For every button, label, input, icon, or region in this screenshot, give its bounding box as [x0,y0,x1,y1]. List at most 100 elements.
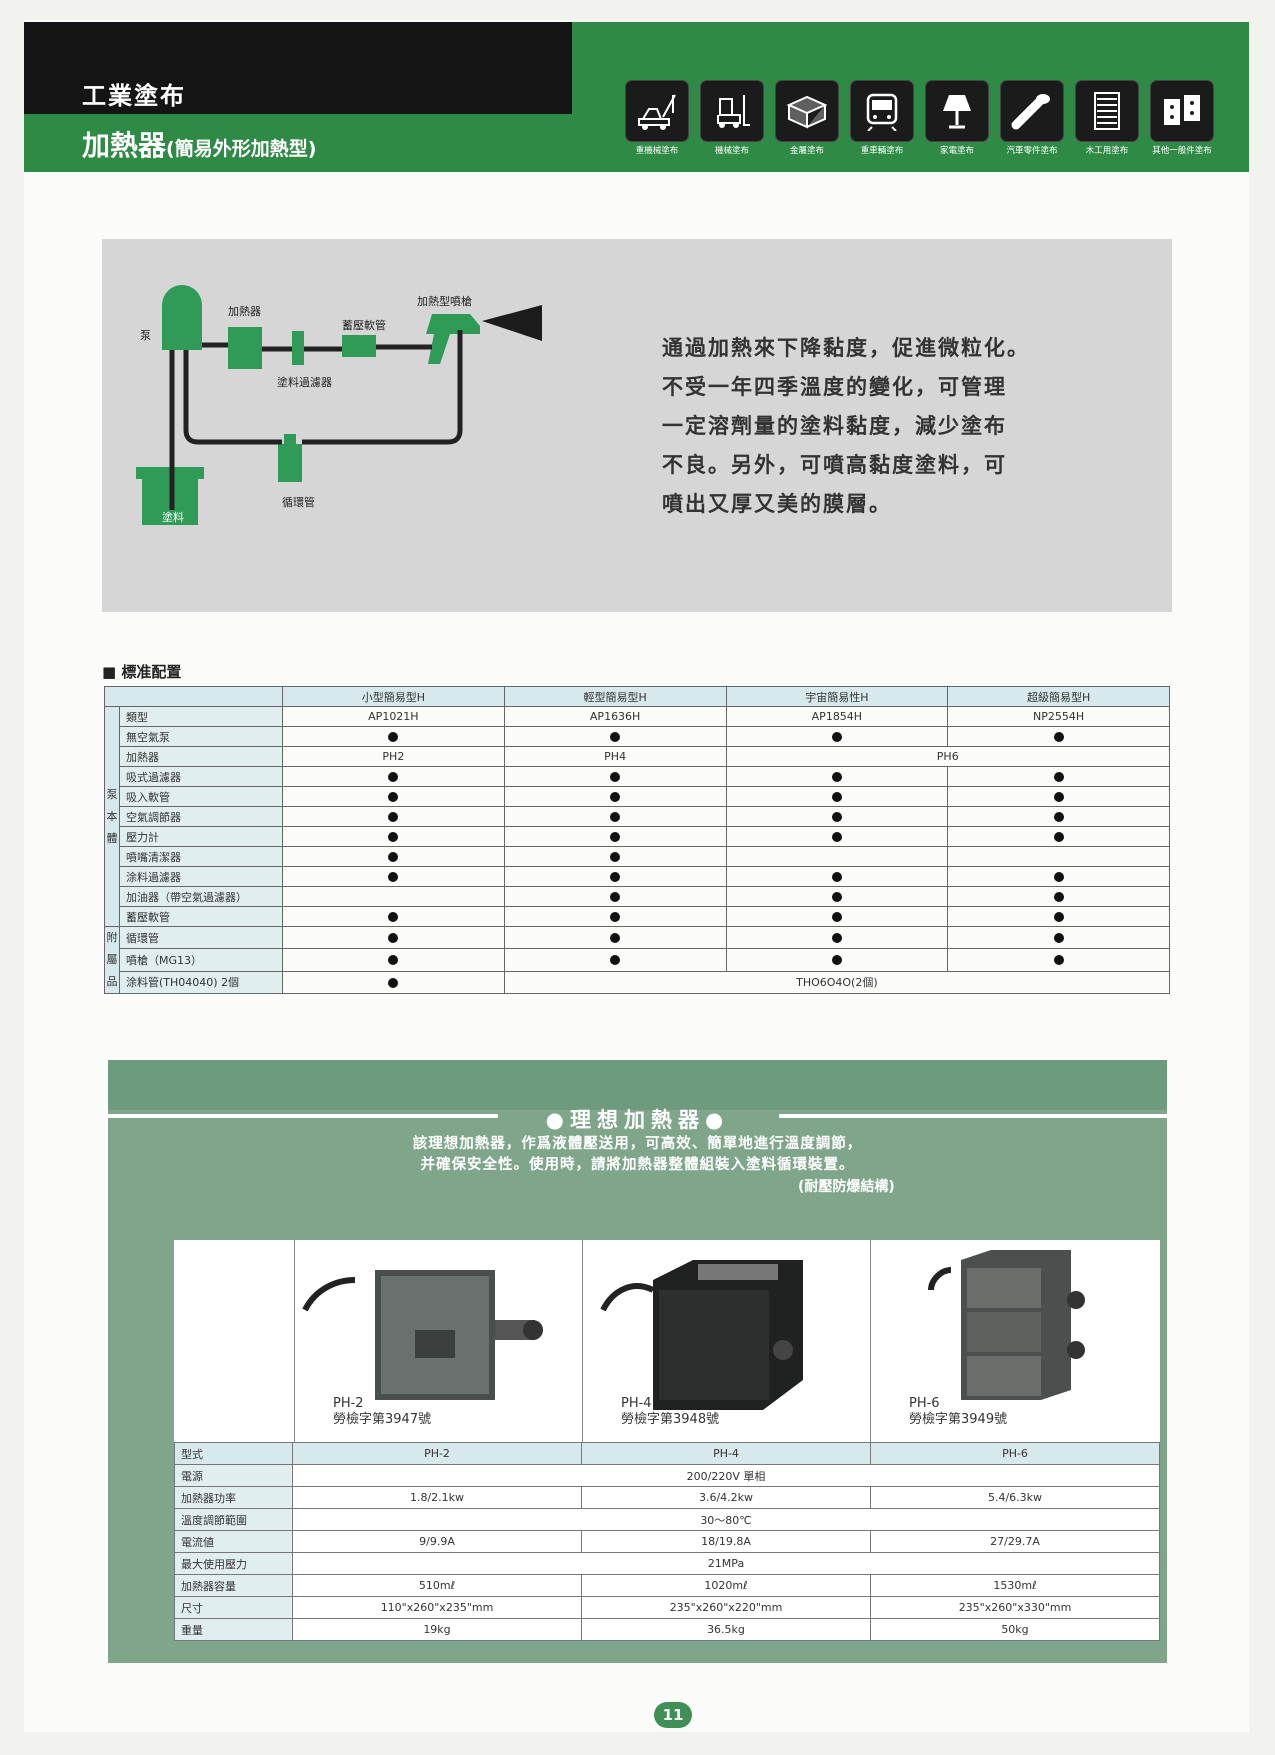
empty-cell [282,886,505,907]
page: 工業塗布 加熱器(簡易外形加熱型) 重機械塗布 機械塗布 金屬塗布 重車輛塗布 … [24,20,1249,1732]
group-label: 附屬品 [106,931,118,988]
desc-line: 并確保安全性。使用時，請將加熱器整體組裝入塗料循環裝置。 [420,1157,855,1173]
label-filter: 塗料過濾器 [277,375,332,389]
included-dot [831,772,842,782]
icon-label: 木工用塗布 [1085,146,1129,156]
included-dot [1053,772,1064,782]
title-rule-right [779,1114,1167,1118]
model-cell: AP1854H [725,706,949,727]
table-row: 噴槍（MG13） [105,948,1170,972]
heater-panel-band [108,1060,1167,1110]
col-header: PH-2 [292,1442,582,1465]
value-cell: 510mℓ [292,1574,582,1597]
desk-icon: 金屬塗布 [772,80,842,156]
row-label: 循環管 [119,925,283,950]
row-label: 吸式過濾器 [119,766,283,787]
icon-label: 金屬塗布 [789,146,824,156]
lamp-icon: 家電塗布 [922,80,992,156]
desc-line: 不良。另外，可噴高黏度塗料，可 [662,453,1007,477]
included-dot [610,912,621,922]
col-header: PH-4 [581,1442,871,1465]
accumulator-shape [342,335,376,357]
included-dot [610,732,621,742]
label-accumulator: 蓄壓軟管 [342,318,386,332]
row-label: 電流値 [174,1530,293,1553]
return-hose [183,330,463,445]
shared-cell: 21MPa [292,1552,1160,1575]
row-label: 壓力計 [119,826,283,847]
empty-cell [725,846,949,867]
row-label: 尺寸 [174,1596,293,1619]
label-circulation: 循環管 [282,495,315,509]
col-header: 輕型簡易型H [503,686,727,707]
row-label: 型式 [174,1442,293,1465]
included-dot [1053,912,1064,922]
hose-top [202,342,432,352]
desc-line: 一定溶劑量的塗料黏度，減少塗布 [662,414,1007,438]
table-row: 無空氣泵 [105,726,1170,747]
category-title: 工業塗布 [82,82,186,110]
forklift-icon: 機械塗布 [697,80,767,156]
heater-description: 該理想加熱器，作爲液體壓送用，可高效、簡單地進行溫度調節， 并確保安全性。使用時… [108,1134,1167,1176]
label-pump: 泵 [140,329,151,342]
table-row: 涂料過濾器 [105,866,1170,887]
shared-cell: 30～80℃ [292,1508,1160,1531]
page-title: 加熱器(簡易外形加熱型) [82,124,316,164]
included-dot [1053,933,1064,944]
row-label: 加熱器 [119,746,283,767]
row-label: 類型 [119,706,283,727]
icon-label: 家電塗布 [939,146,974,156]
row-label: 加油器（帶空氣過濾器） [119,886,283,907]
crane-icon: 重機械塗布 [622,80,692,156]
filter-shape [292,331,304,365]
heater-ph6-image [928,1250,1085,1400]
included-dot [831,832,842,842]
model-cell: NP2554H [947,706,1170,727]
category-icons: 重機械塗布 機械塗布 金屬塗布 重車輛塗布 家電塗布 汽車零件塗布 木工用塗布 … [622,80,1217,156]
included-dot [610,872,621,882]
included-dot [610,812,621,822]
table-row: 小型簡易型H 輕型簡易型H 宇宙簡易性H 超級簡易型H [104,686,1170,707]
col-header: 小型簡易型H [282,686,505,707]
corner-cell [104,686,283,707]
heater-ph4-image [600,1260,803,1410]
label-heater: 加熱器 [228,305,261,318]
included-dot [388,792,399,802]
row-label: 吸入軟管 [119,786,283,807]
value-cell: 235"x260"x330"mm [870,1596,1160,1619]
included-dot [1053,892,1064,902]
spray-cone [482,305,542,341]
table-row: 空氣調節器 [105,806,1170,827]
row-label: 電源 [174,1464,293,1487]
value-cell: 1.8/2.1kw [292,1486,582,1509]
caption-cert: 勞檢字第3949號 [909,1412,1008,1427]
caption-model: PH-6 [909,1396,940,1411]
heater-ph2-image [302,1270,543,1400]
included-dot [610,892,621,902]
pump-shape [162,285,202,350]
table-row: 吸式過濾器 [105,766,1170,787]
model-cell: AP1021H [282,706,505,727]
included-dot [610,792,621,802]
included-dot [388,812,399,822]
row-label: 加熱器容量 [174,1574,293,1597]
system-diagram-panel: 泵 加熱器 塗料過濾器 蓄壓軟管 加熱型噴槍 循環管 塗料 通過加熱來下降黏度，… [102,239,1172,612]
col-header: PH-6 [870,1442,1160,1465]
included-dot [610,852,621,862]
row-label: 空氣調節器 [119,806,283,827]
group-pump: 泵本體 [104,706,120,927]
caption-cert: 勞檢字第3948號 [621,1412,720,1427]
desc-line: 噴出又厚又美的膜層。 [662,492,892,516]
group-accessory: 附屬品 [104,926,120,994]
heater-note: (耐壓防爆結構) [798,1179,895,1195]
included-dot [610,933,621,944]
